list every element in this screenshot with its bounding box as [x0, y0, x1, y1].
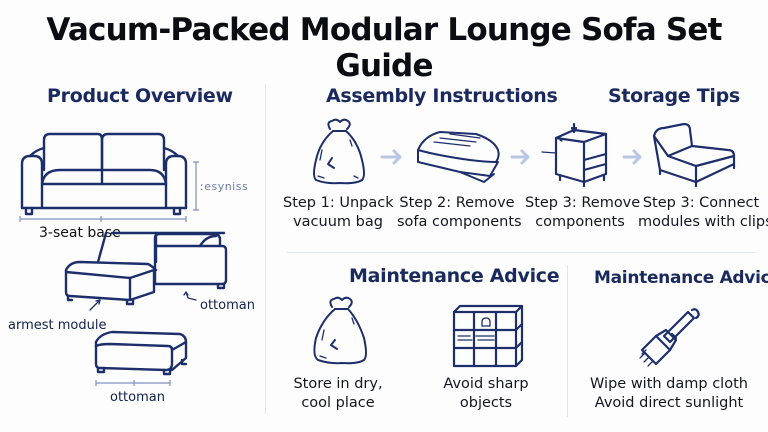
- ottoman-icon: [94, 330, 188, 386]
- page-title: Vacum-Packed Modular Lounge Sofa Set Gui…: [46, 12, 722, 84]
- armrest-module-label: armest module: [8, 318, 107, 333]
- lounge-chair-icon: [652, 122, 736, 188]
- maintenance-advice-heading-left: Maintenance Advice: [349, 265, 560, 287]
- store-dry-caption: Store in dry, cool place: [283, 375, 393, 413]
- avoid-sharp-caption-line-1: Avoid sharp: [443, 376, 529, 392]
- wipe-damp-caption-line-1: Wipe with damp cloth: [590, 376, 748, 392]
- brush-icon: [639, 308, 700, 367]
- avoid-sharp-caption-line-2: objects: [459, 395, 513, 411]
- vacuum-bag-icon: [313, 118, 365, 185]
- step-2-caption: Step 2: Remove sofa components: [397, 194, 522, 232]
- arrow-right-icon: [510, 149, 530, 165]
- ottoman-bottom-label: ottoman: [110, 390, 165, 405]
- step-1-caption-line-1: Step 1: Unpack: [283, 195, 394, 211]
- wipe-damp-caption-line-2: Avoid direct sunlight: [594, 395, 744, 411]
- assembly-instructions-heading: Assembly Instructions: [326, 85, 558, 107]
- vertical-divider-maintenance: [567, 265, 568, 417]
- shelving-unit-icon: [452, 304, 524, 368]
- step-1-caption-line-2: vacuum bag: [293, 214, 383, 230]
- vertical-divider-main: [265, 84, 266, 414]
- step-4-caption-line-2: modules with clips: [638, 214, 768, 230]
- step-3-caption-line-1: Step 3: Remove: [525, 195, 641, 211]
- step-2-caption-line-2: sofa components: [397, 214, 522, 230]
- step-3-caption-line-2: components: [535, 214, 625, 230]
- storage-tips-heading: Storage Tips: [608, 85, 740, 107]
- step-3-caption: Step 3: Remove components: [525, 194, 641, 232]
- maintenance-advice-heading-right: Maintenance Advice: [594, 268, 768, 288]
- sectional-sofa-icon: [64, 231, 228, 311]
- arrow-right-icon: [622, 149, 642, 165]
- step-4-caption: Step 3: Connect modules with clips: [638, 194, 768, 232]
- arrow-right-icon: [380, 149, 402, 165]
- step-2-caption-line-1: Step 2: Remove: [399, 195, 515, 211]
- step-4-caption-line-1: Step 3: Connect: [642, 195, 760, 211]
- box-module-icon: [541, 122, 608, 188]
- three-seat-base-label: 3-seat base: [39, 225, 121, 241]
- horizontal-divider: [287, 252, 755, 253]
- store-dry-caption-line-2: cool place: [301, 395, 375, 411]
- storage-bag-icon: [313, 296, 367, 365]
- step-1-caption: Step 1: Unpack vacuum bag: [283, 194, 394, 232]
- wipe-damp-caption: Wipe with damp cloth Avoid direct sunlig…: [584, 375, 754, 413]
- ottoman-side-label: ottoman: [200, 298, 255, 313]
- folded-cushion-icon: [417, 131, 500, 183]
- product-overview-heading: Product Overview: [47, 85, 233, 107]
- three-seat-sofa-icon: [19, 132, 199, 222]
- avoid-sharp-caption: Avoid sharp objects: [428, 375, 544, 413]
- store-dry-caption-line-1: Store in dry,: [293, 376, 383, 392]
- dimension-label: ːesyniss: [200, 180, 249, 193]
